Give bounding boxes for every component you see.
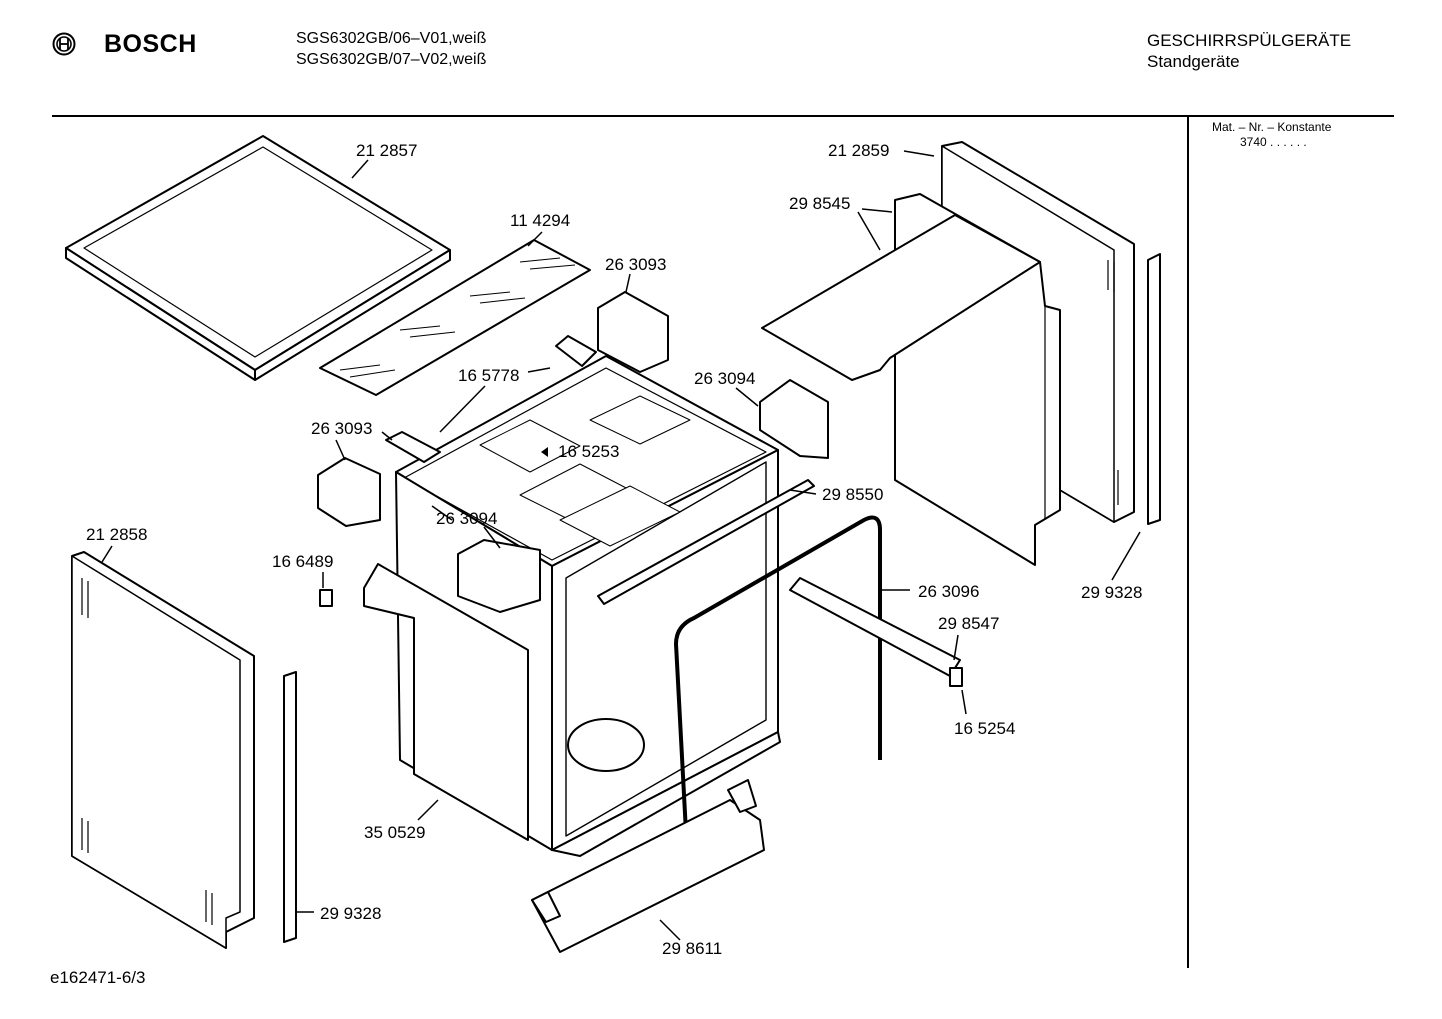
part-label: 26 3094 <box>436 509 497 528</box>
part-label: 16 5253 <box>558 442 619 461</box>
support-rail <box>789 577 963 687</box>
side-seal-strip-left <box>283 671 297 943</box>
insulation-mat <box>319 239 591 396</box>
category-title: GESCHIRRSPÜLGERÄTE <box>1147 31 1352 50</box>
part-label: 11 4294 <box>510 211 570 230</box>
hinge-bracket-left <box>317 457 381 527</box>
part-label: 16 5778 <box>458 366 519 385</box>
part-label: 29 8550 <box>822 485 883 504</box>
bosch-logo-icon <box>52 32 76 56</box>
mounting-plate <box>385 335 597 463</box>
part-label: 21 2859 <box>828 141 889 160</box>
model-line-1: SGS6302GB/06–V01,weiß <box>296 30 487 47</box>
part-label: 29 8611 <box>662 939 722 958</box>
worktop-cover <box>65 135 451 381</box>
door-seal <box>674 515 882 871</box>
part-label: 26 3094 <box>694 369 755 388</box>
hinge-bracket-top <box>597 291 669 373</box>
side-seal-strip-right <box>1147 253 1161 525</box>
fixing-clip <box>319 589 333 607</box>
part-label: 35 0529 <box>364 823 425 842</box>
brand-name: BOSCH <box>104 30 197 58</box>
leader-lines <box>101 150 1141 941</box>
hinge-cover-right <box>759 379 829 459</box>
base-plinth <box>531 779 765 953</box>
side-panel-left <box>71 551 255 949</box>
header-divider <box>52 115 1394 117</box>
hinge-cover-left <box>457 539 541 613</box>
part-label: 29 8545 <box>789 194 850 213</box>
part-label: 29 9328 <box>320 904 381 923</box>
sidebar-divider <box>1187 116 1189 968</box>
part-label: 26 3096 <box>918 582 979 601</box>
part-label: 26 3093 <box>605 255 666 274</box>
constant-value: 3740 . . . . . . <box>1240 135 1307 149</box>
part-label: 21 2858 <box>86 525 147 544</box>
arrow-icon <box>541 447 548 457</box>
part-label: 16 5254 <box>954 719 1015 738</box>
part-label: 21 2857 <box>356 141 417 160</box>
part-label: 29 9328 <box>1081 583 1142 602</box>
back-wall-insulation <box>761 193 1061 566</box>
part-label: 29 8547 <box>938 614 999 633</box>
model-line-2: SGS6302GB/07–V02,weiß <box>296 51 487 68</box>
front-base-panel <box>363 563 529 841</box>
part-label: 16 6489 <box>272 552 333 571</box>
part-label: 26 3093 <box>311 419 372 438</box>
top-seal-strip <box>597 479 815 605</box>
drawing-reference: e162471-6/3 <box>50 968 146 987</box>
subcategory-title: Standgeräte <box>1147 52 1240 71</box>
part-labels: 21 2857 11 4294 26 3093 16 5778 26 3094 … <box>86 141 1142 958</box>
constant-label: Mat. – Nr. – Konstante <box>1212 120 1332 134</box>
